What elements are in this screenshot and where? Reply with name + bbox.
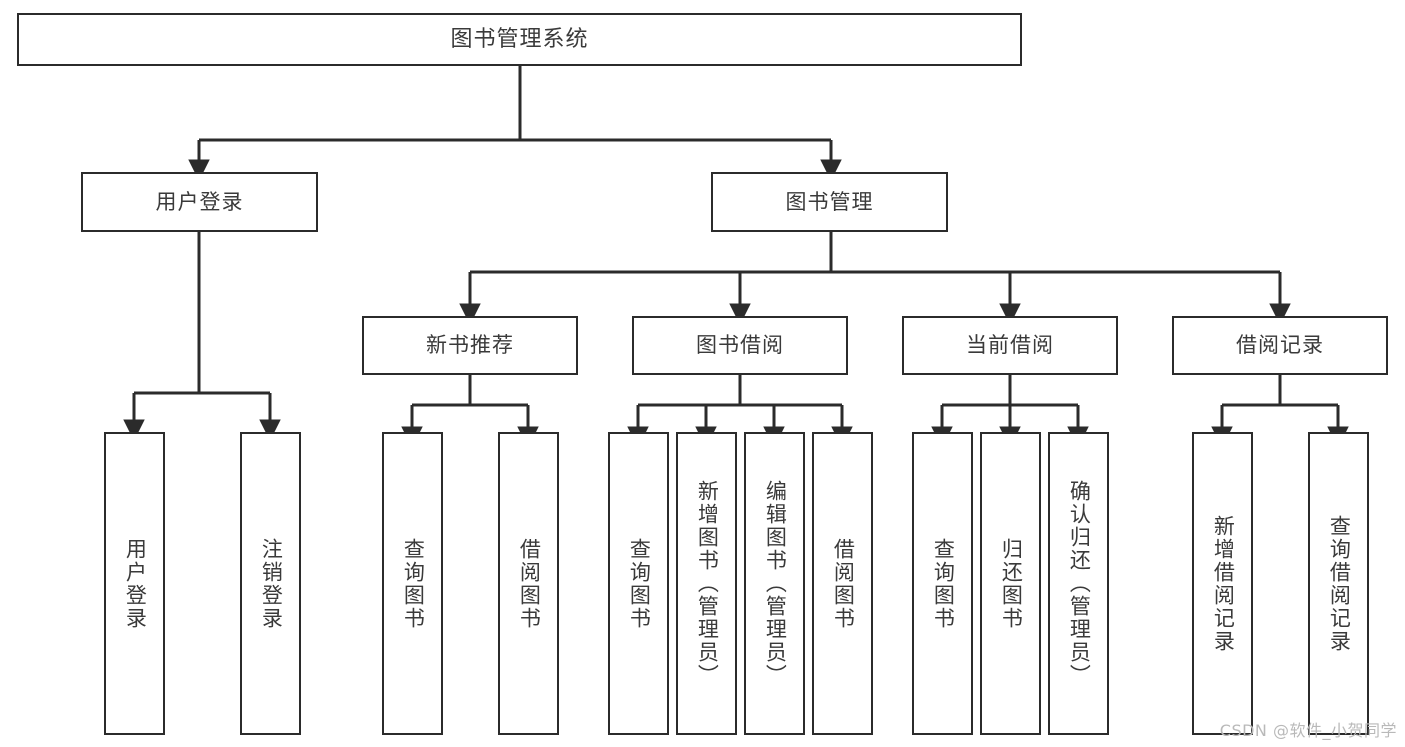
node-label: 图书管理系统: [450, 26, 589, 52]
watermark-text: CSDN @软件_小贺同学: [1219, 721, 1397, 740]
leaf-return-book[interactable]: 归还图书: [980, 432, 1041, 735]
leaf-borrow-book-new[interactable]: 借阅图书: [498, 432, 559, 735]
node-label: 查询图书: [401, 537, 426, 630]
node-book-borrow[interactable]: 图书借阅: [632, 316, 848, 375]
node-user-login[interactable]: 用户登录: [81, 172, 318, 232]
leaf-add-borrow-record[interactable]: 新增借阅记录: [1192, 432, 1253, 735]
leaf-user-login[interactable]: 用户登录: [104, 432, 165, 735]
node-label: 借阅记录: [1236, 333, 1324, 358]
leaf-query-book-current[interactable]: 查询图书: [912, 432, 973, 735]
node-label: 图书借阅: [696, 333, 784, 358]
leaf-confirm-return-admin[interactable]: 确认归还（管理员）: [1048, 432, 1109, 735]
node-current-borrow[interactable]: 当前借阅: [902, 316, 1118, 375]
leaf-query-borrow-record[interactable]: 查询借阅记录: [1308, 432, 1369, 735]
leaf-query-book-borrow[interactable]: 查询图书: [608, 432, 669, 735]
leaf-logout[interactable]: 注销登录: [240, 432, 301, 735]
node-label: 借阅图书: [831, 537, 856, 630]
node-root-system[interactable]: 图书管理系统: [17, 13, 1022, 66]
leaf-borrow-book[interactable]: 借阅图书: [812, 432, 873, 735]
node-label: 查询借阅记录: [1327, 514, 1352, 653]
node-label: 用户登录: [155, 189, 244, 214]
node-label: 归还图书: [999, 537, 1024, 630]
node-book-management[interactable]: 图书管理: [711, 172, 948, 232]
node-label: 用户登录: [123, 537, 148, 630]
node-label: 当前借阅: [966, 333, 1054, 358]
node-label: 新增借阅记录: [1211, 514, 1236, 653]
node-label: 编辑图书（管理员）: [763, 480, 788, 687]
node-label: 查询图书: [627, 537, 652, 630]
leaf-query-book-new[interactable]: 查询图书: [382, 432, 443, 735]
node-label: 确认归还（管理员）: [1067, 480, 1092, 687]
node-borrow-record[interactable]: 借阅记录: [1172, 316, 1388, 375]
node-label: 查询图书: [931, 537, 956, 630]
node-label: 新增图书（管理员）: [695, 480, 720, 687]
node-label: 图书管理: [785, 189, 874, 214]
leaf-edit-book-admin[interactable]: 编辑图书（管理员）: [744, 432, 805, 735]
node-new-book-recommend[interactable]: 新书推荐: [362, 316, 578, 375]
node-label: 借阅图书: [517, 537, 542, 630]
leaf-add-book-admin[interactable]: 新增图书（管理员）: [676, 432, 737, 735]
node-label: 新书推荐: [426, 333, 514, 358]
node-label: 注销登录: [259, 537, 284, 630]
